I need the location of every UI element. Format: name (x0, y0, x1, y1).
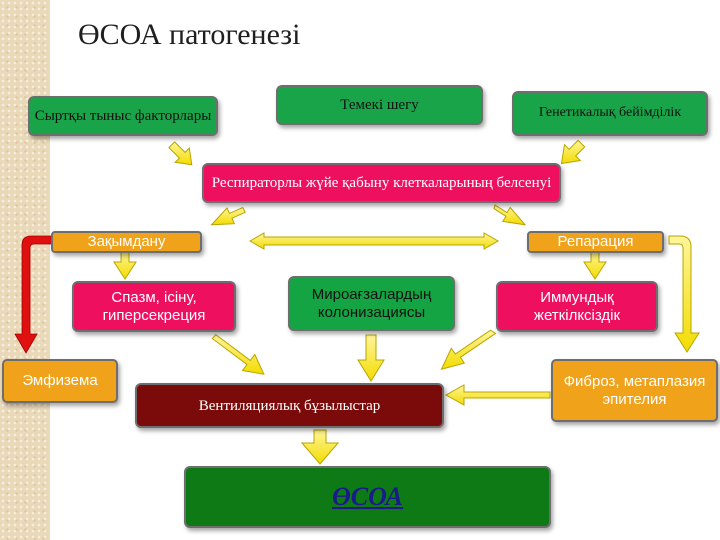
node-damage: Зақымдану (51, 231, 202, 253)
arrow-damage-to-spasm (113, 250, 137, 280)
arrow-repair-to-immune (583, 250, 607, 280)
arrow-colonization-to-ventilation (357, 334, 385, 382)
arrow-damage-to-emphysema (14, 235, 53, 354)
node-smoking: Темекі шегу (276, 85, 483, 125)
node-fibrosis-label: Фиброз, метаплазия эпителия (563, 372, 706, 408)
node-immune-label: Иммундық жеткілксіздік (533, 288, 621, 324)
node-external-factors-label: Сыртқы тыныс факторлары (34, 108, 212, 124)
node-emphysema-label: Эмфизема (22, 372, 98, 389)
node-colonization-label: Мироағзалардың колонизациясы (311, 285, 432, 321)
arrow-repair-to-fibrosis (668, 235, 700, 353)
node-external-factors: Сыртқы тыныс факторлары (28, 96, 218, 136)
page-title: ӨСОА патогенезі (78, 18, 301, 51)
arrow-external-to-activation (168, 141, 193, 166)
node-repair: Репарация (527, 231, 664, 253)
node-activation: Респираторлы жүйе қабыну клеткаларының б… (202, 163, 561, 203)
arrow-ventilation-to-copd (300, 429, 340, 465)
node-smoking-label: Темекі шегу (340, 97, 419, 113)
node-ventilation-label: Вентиляциялық бұзылыстар (198, 397, 381, 414)
arrow-damage-repair-double (248, 232, 500, 250)
node-immune: Иммундық жеткілксіздік (496, 281, 658, 332)
node-genetic: Генетикалық бейімділік (512, 91, 708, 136)
node-spasm-label: Спазм, ісіну, гиперсекреция (102, 288, 206, 324)
arrow-genetic-to-activation (560, 139, 586, 165)
arrow-fibrosis-to-ventilation (444, 384, 551, 406)
node-repair-label: Репарация (557, 233, 634, 250)
node-copd: ӨСОА (184, 466, 551, 528)
arrow-activation-to-damage (210, 206, 246, 226)
node-genetic-label: Генетикалық бейімділік (538, 105, 682, 121)
node-emphysema: Эмфизема (2, 359, 118, 403)
node-fibrosis: Фиброз, метаплазия эпителия (551, 359, 718, 422)
node-damage-label: Зақымдану (87, 233, 166, 250)
node-activation-label: Респираторлы жүйе қабыну клеткаларының б… (211, 175, 552, 191)
node-spasm: Спазм, ісіну, гиперсекреция (72, 281, 236, 332)
node-copd-label: ӨСОА (332, 482, 403, 512)
arrow-spasm-to-ventilation (211, 333, 265, 375)
node-ventilation: Вентиляциялық бұзылыстар (135, 383, 444, 428)
arrow-activation-to-repair (493, 204, 527, 226)
arrow-immune-to-ventilation (440, 329, 497, 370)
node-colonization: Мироағзалардың колонизациясы (288, 276, 455, 331)
